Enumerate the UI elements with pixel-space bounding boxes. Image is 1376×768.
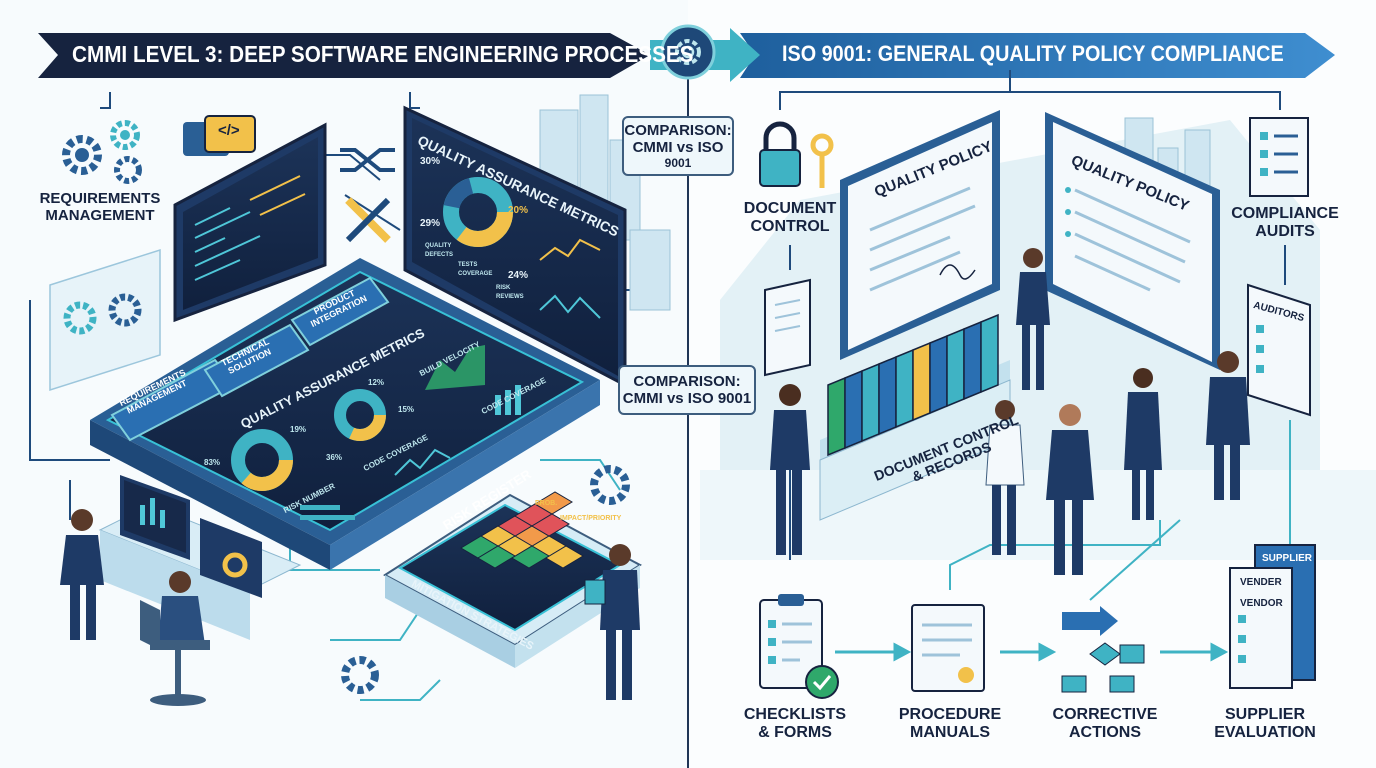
- checklist-clipboard-icon: [759, 594, 839, 699]
- supplier-doc-label: SUPPLIER: [1262, 553, 1313, 564]
- gear-panel: [49, 248, 161, 392]
- shuffle-icon: [340, 148, 395, 172]
- doc-control-line2: CONTROL: [750, 218, 830, 236]
- platform-pct-e: 83%: [204, 458, 221, 467]
- step-checklists-line2: & FORMS: [758, 724, 832, 742]
- step-procedure-manuals: PROCEDURE MANUALS: [890, 706, 1010, 743]
- binder-shelf: [819, 313, 1011, 521]
- person-manager: [1046, 404, 1094, 575]
- comparison-top-line3: 9001: [664, 155, 692, 170]
- qa-pct-d: 24%: [508, 270, 529, 281]
- analyst-figure: [584, 544, 640, 700]
- iso-banner-title: ISO 9001: GENERAL QUALITY POLICY COMPLIA…: [782, 41, 1284, 66]
- step-checklists-line1: CHECKLISTS: [743, 706, 847, 723]
- compliance-scroll-icon: [1249, 117, 1309, 197]
- person-auditor-a: [1124, 368, 1162, 520]
- document-control-paper: [764, 278, 811, 377]
- person-reader: [985, 400, 1025, 555]
- step-supplier-line1: SUPPLIER: [1224, 706, 1305, 723]
- qa-legend-2: DEFECTS: [425, 252, 454, 258]
- step-supplier-evaluation: SUPPLIER EVALUATION: [1205, 706, 1325, 743]
- quality-policy-board-2: [1045, 112, 1220, 370]
- compliance-line1: COMPLIANCE: [1231, 205, 1339, 222]
- platform-pct-c: 19%: [290, 425, 307, 434]
- procedure-manual-icon: [911, 604, 985, 692]
- left-banner-shape: [38, 33, 650, 78]
- platform-pct-b: 15%: [398, 405, 415, 414]
- comparison-callout-top: COMPARISON: CMMI vs ISO 9001: [622, 116, 734, 176]
- auditors-clipboard: [1247, 283, 1311, 417]
- qa-pct-a: 30%: [420, 156, 441, 167]
- step-corrective-line2: ACTIONS: [1069, 724, 1141, 742]
- gear-cluster-icon: [62, 120, 142, 184]
- step-supplier-line2: EVALUATION: [1214, 724, 1316, 742]
- corrective-flowchart-icon: [1061, 606, 1145, 693]
- qa-legend-1: QUALITY: [425, 243, 452, 249]
- qa-legend-6: REVIEWS: [496, 294, 524, 300]
- vender-doc-label: VENDER: [1240, 577, 1282, 588]
- comparison-top-line1: COMPARISON:: [624, 122, 732, 139]
- qa-metrics-screen: [403, 105, 627, 388]
- platform-pct-a: 12%: [368, 378, 385, 387]
- vendor-doc-label: VENDOR: [1240, 598, 1283, 609]
- quality-policy-board-1: [840, 110, 1000, 360]
- comparison-top-line2: CMMI vs ISO: [632, 139, 724, 157]
- person-auditor-b: [1206, 351, 1250, 500]
- step-procedure-line2: MANUALS: [910, 724, 990, 742]
- code-icon-glyph: </>: [218, 122, 240, 139]
- comparison-mid-line2: CMMI vs ISO 9001: [622, 390, 752, 408]
- center-gear-icon: [675, 39, 701, 65]
- document-control-label: DOCUMENT CONTROL: [735, 200, 845, 237]
- qa-pct-b: 29%: [420, 218, 441, 229]
- compliance-line2: AUDITS: [1255, 223, 1315, 241]
- qa-pct-c: 20%: [508, 205, 529, 216]
- tools-icon: [345, 197, 391, 243]
- iso-people: [770, 248, 1250, 575]
- comparison-mid-line1: COMPARISON:: [633, 373, 741, 390]
- platform-pct-d: 36%: [326, 453, 343, 462]
- platform-donut-small: [334, 389, 386, 441]
- risk-col-b: IMPACT/PRIORITY: [560, 515, 622, 522]
- code-monitor: [173, 122, 327, 323]
- qa-legend-5: RISK: [496, 285, 511, 291]
- person-inspector: [1016, 248, 1050, 390]
- lock-icon: [759, 121, 801, 187]
- supplier-documents: [1229, 544, 1316, 689]
- doc-control-line1: DOCUMENT: [743, 200, 837, 217]
- compliance-audits-label: COMPLIANCE AUDITS: [1225, 205, 1345, 242]
- engineer-workstation: [60, 475, 302, 706]
- person-clerk: [770, 384, 810, 555]
- qa-legend-3: TESTS: [458, 262, 478, 268]
- center-gear-badge: [660, 24, 716, 80]
- risk-register-pod: [383, 491, 642, 668]
- requirements-management-label: REQUIREMENTS MANAGEMENT: [30, 190, 170, 225]
- gear-icon-low: [341, 656, 379, 694]
- step-corrective-line1: CORRECTIVE: [1052, 706, 1158, 723]
- requirements-label-line1: REQUIREMENTS: [39, 190, 161, 207]
- cmmi-banner-title: CMMI LEVEL 3: DEEP SOFTWARE ENGINEERING …: [72, 41, 694, 67]
- gear-icon-mid: [590, 465, 630, 505]
- process-platform: [90, 258, 600, 570]
- comparison-callout-mid: COMPARISON: CMMI vs ISO 9001: [618, 365, 756, 415]
- step-procedure-line1: PROCEDURE: [898, 706, 1002, 723]
- code-bubble-icon: [183, 115, 256, 156]
- right-banner-shape: [740, 33, 1335, 78]
- qa-legend-4: COVERAGE: [458, 271, 493, 277]
- key-icon: [810, 133, 834, 188]
- step-checklists: CHECKLISTS & FORMS: [735, 706, 855, 743]
- qa-donut: [443, 177, 513, 247]
- platform-donut-large: [231, 429, 293, 491]
- requirements-label-line2: MANAGEMENT: [45, 207, 155, 225]
- step-corrective-actions: CORRECTIVE ACTIONS: [1045, 706, 1165, 743]
- risk-col-a: PROB.: [535, 500, 558, 507]
